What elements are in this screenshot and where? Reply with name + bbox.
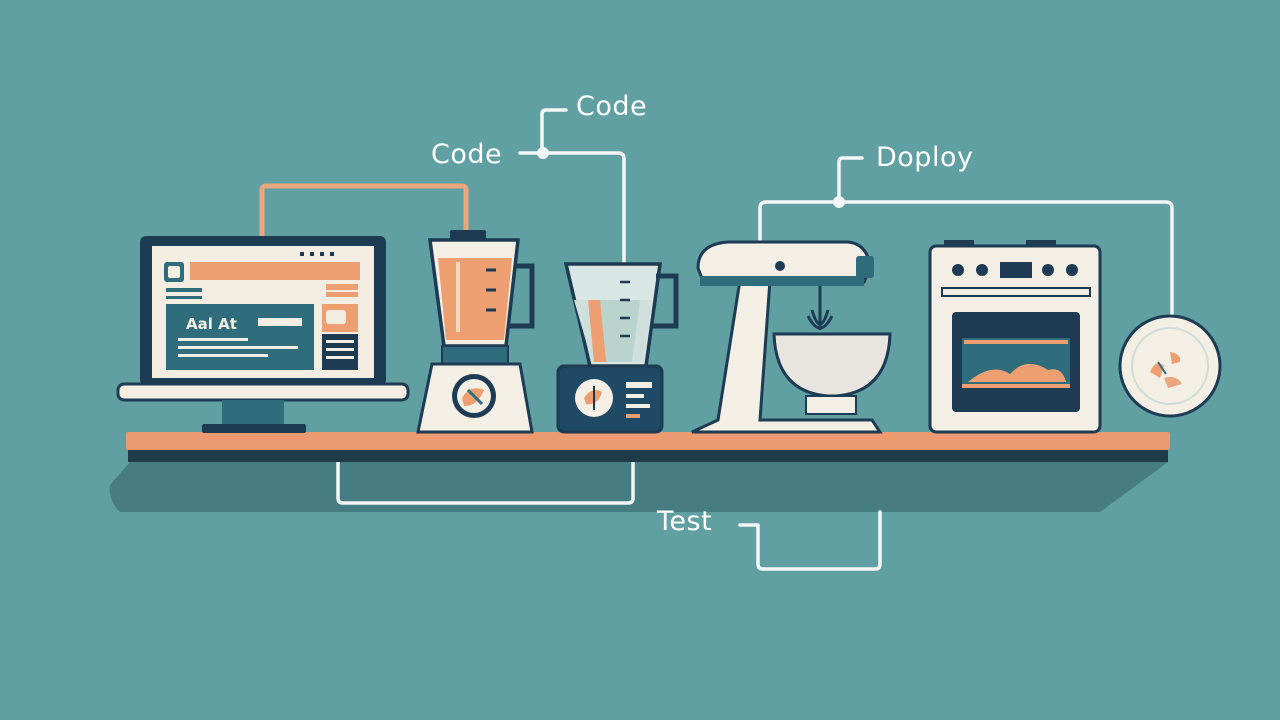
test-connector-line bbox=[738, 510, 882, 571]
code-connector-line bbox=[518, 151, 626, 264]
deploy-label: Doploy bbox=[876, 142, 974, 173]
stand-mixer-icon bbox=[691, 240, 892, 434]
code-label-top: Code bbox=[576, 91, 648, 122]
blender-icon bbox=[416, 230, 535, 434]
deploy-connector-line bbox=[758, 200, 1174, 320]
deploy-branch-line bbox=[837, 156, 864, 204]
oven-icon bbox=[928, 240, 1102, 434]
orange-connector bbox=[259, 183, 469, 239]
code-branch-line bbox=[540, 108, 568, 155]
shelf-shadow bbox=[109, 462, 1169, 512]
code-node bbox=[537, 147, 549, 159]
plate-icon bbox=[1118, 314, 1222, 418]
measuring-jug-icon bbox=[556, 262, 679, 434]
test-label: Test bbox=[657, 506, 713, 537]
laptop-icon bbox=[116, 236, 410, 433]
shelf-edge bbox=[128, 448, 1168, 462]
code-label-left: Code bbox=[431, 139, 503, 170]
deploy-node bbox=[833, 196, 845, 208]
shelf-top bbox=[126, 432, 1170, 450]
under-shelf-loop bbox=[336, 460, 635, 505]
laptop-screen-title: Aal At bbox=[186, 315, 237, 333]
